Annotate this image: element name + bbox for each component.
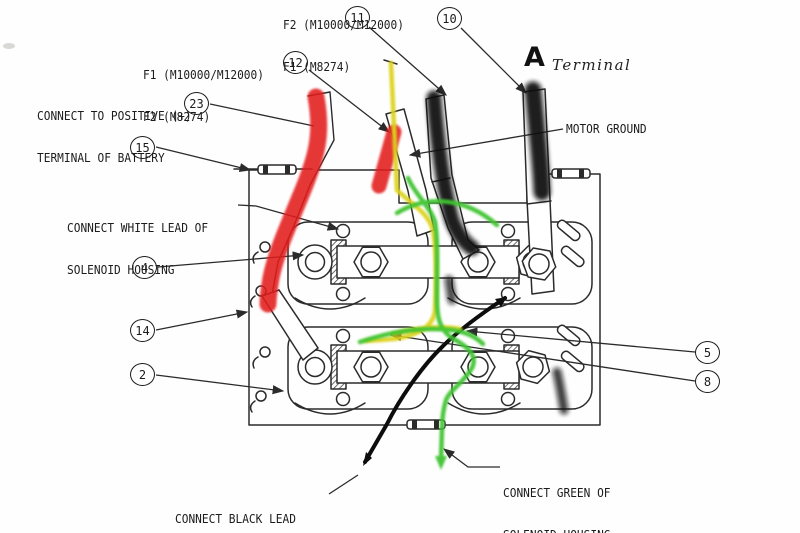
leader-14 <box>155 309 249 331</box>
black-solenoid-wire <box>363 296 507 466</box>
scan-noise <box>3 43 15 49</box>
callout-8: 8 <box>695 370 720 393</box>
leader-black-lead <box>328 474 359 495</box>
callout-5: 5 <box>695 341 720 364</box>
top-note: F2 (M10000/M12000) F1 (M8274) <box>283 0 404 88</box>
callout-11: 11 <box>345 6 370 29</box>
callout-4: 4 <box>132 256 157 279</box>
green-marker-wire <box>357 175 500 470</box>
a-terminal-letter: A <box>524 42 545 73</box>
leader-green-lead <box>442 448 500 468</box>
leader-12 <box>308 69 391 133</box>
leader-2 <box>155 374 285 395</box>
left-note: F1 (M10000/M12000) F2 (M8274) <box>143 40 264 138</box>
battery-note: CONNECT TO POSITIVE (+) TERMINAL OF BATT… <box>37 81 192 179</box>
battery-note-line2: TERMINAL OF BATTERY <box>37 151 165 165</box>
callout-23: 23 <box>184 92 209 115</box>
black-marker-cables <box>426 81 569 415</box>
white-lead-note: CONNECT WHITE LEAD OF SOLENOID HOUSING <box>67 193 208 291</box>
leader-white-lead <box>237 204 340 231</box>
battery-note-line1: CONNECT TO POSITIVE (+) <box>37 109 192 123</box>
leader-23 <box>209 103 315 127</box>
callout-2: 2 <box>130 363 155 386</box>
a-terminal-word: Terminal <box>552 56 632 74</box>
white-lead-line2: SOLENOID HOUSING <box>67 263 175 277</box>
top-note-line1: F2 (M10000/M12000) <box>283 18 404 32</box>
red-marker-wires <box>259 88 402 313</box>
motor-ground-note: MOTOR GROUND <box>566 122 647 136</box>
leader-10 <box>460 27 527 94</box>
green-lead-note: CONNECT GREEN OF SOLENOID HOUSING <box>503 458 611 533</box>
black-lead-note: CONNECT BLACK LEAD OF SOLENOID HOUSING <box>175 484 303 533</box>
left-note-line2: F2 (M8274) <box>143 110 211 124</box>
black-lead-line1: CONNECT BLACK LEAD <box>175 512 296 526</box>
green-lead-line1: CONNECT GREEN OF <box>503 486 611 500</box>
callout-15: 15 <box>130 136 155 159</box>
leader-15 <box>155 146 252 172</box>
leader-11 <box>368 26 447 96</box>
callout-14: 14 <box>130 319 155 342</box>
white-lead-line1: CONNECT WHITE LEAD OF <box>67 221 209 235</box>
left-note-line1: F1 (M10000/M12000) <box>143 68 264 82</box>
leader-5 <box>465 327 696 353</box>
leader-8 <box>389 332 696 382</box>
callout-12: 12 <box>283 51 308 74</box>
green-lead-line2: SOLENOID HOUSING <box>503 528 611 533</box>
callout-10: 10 <box>437 7 462 30</box>
top-note-line2: F1 (M8274) <box>283 60 351 74</box>
